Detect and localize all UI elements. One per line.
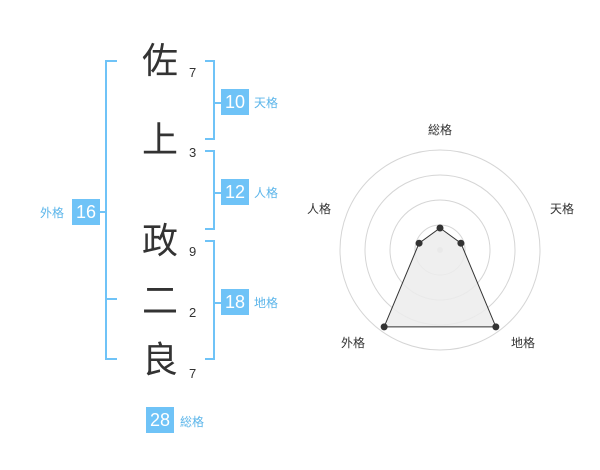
stroke-count-4: 2: [189, 305, 197, 320]
jinkaku-label: 人格: [254, 186, 279, 200]
radar-point-5: [415, 239, 423, 247]
radar-axis-label-jinkaku: 人格: [307, 202, 332, 216]
gaikaku-value-badge: 16: [72, 199, 101, 225]
name-char-1: 佐: [141, 41, 178, 82]
name-char-4: 二: [141, 281, 178, 322]
chikaku-value-badge: 18: [221, 289, 250, 315]
name-char-3: 政: [141, 221, 178, 262]
stroke-count-3: 9: [189, 244, 197, 259]
radar-axis-label-gaikaku: 外格: [341, 336, 366, 350]
name-char-5: 良: [141, 340, 178, 381]
name-char-2: 上: [141, 120, 178, 161]
chikaku-label: 地格: [254, 296, 279, 310]
tenkaku-value-badge: 10: [221, 89, 250, 115]
radar-grid-ring: [339, 149, 541, 351]
radar-point-1: [436, 224, 444, 232]
stroke-count-1: 7: [189, 65, 197, 80]
radar-axis-label-chikaku: 地格: [511, 336, 536, 350]
radar-point-4: [380, 323, 388, 331]
radar-point-2: [457, 239, 465, 247]
radar-series-polygon: [383, 227, 497, 328]
stroke-count-2: 3: [189, 145, 197, 160]
jinkaku-value-badge: 12: [221, 179, 250, 205]
radar-axis-label-soukaku: 総格: [428, 123, 453, 137]
radar-axis-label-tenkaku: 天格: [550, 202, 575, 216]
soukaku-value-badge: 28: [146, 407, 175, 433]
soukaku-label: 総格: [180, 415, 205, 429]
tenkaku-label: 天格: [254, 96, 279, 110]
radar-point-3: [492, 323, 500, 331]
gaikaku-label: 外格: [40, 206, 65, 220]
stroke-count-5: 7: [189, 366, 197, 381]
